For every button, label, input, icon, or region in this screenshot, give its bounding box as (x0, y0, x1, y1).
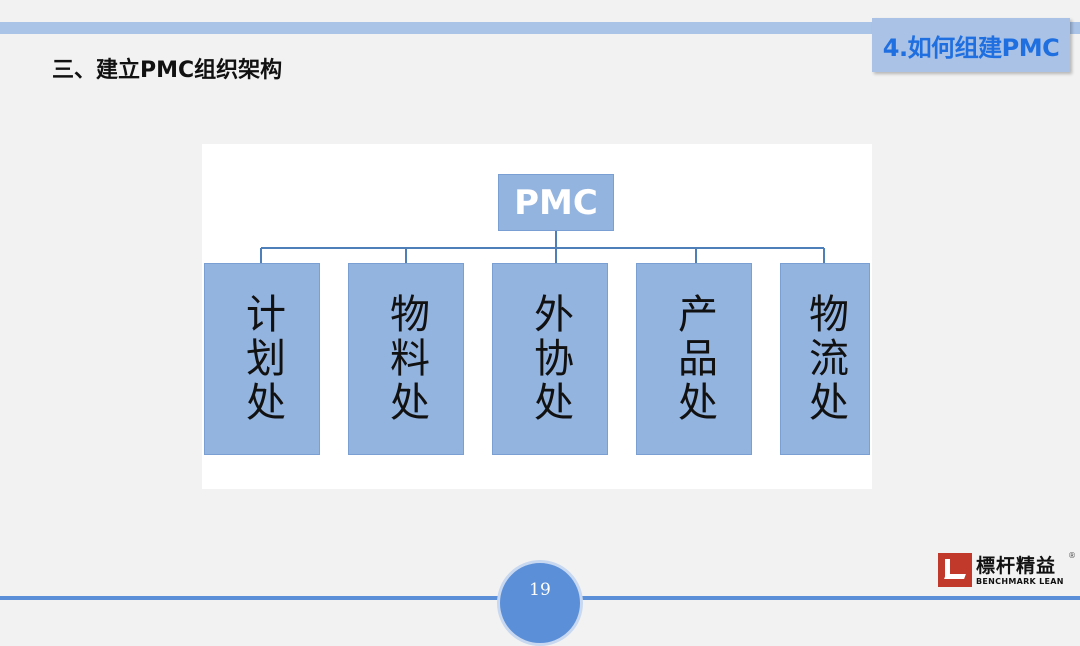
slide-title: 三、建立PMC组织架构 (52, 58, 283, 83)
org-node-products: 产品处 (636, 263, 752, 455)
org-node-outsourcing: 外协处 (492, 263, 608, 455)
org-root-box: PMC (498, 174, 614, 231)
org-node-label: 物料处 (383, 293, 429, 425)
logo-mark-icon (938, 553, 972, 587)
registered-mark: ® (1068, 551, 1076, 560)
org-node-label: 物流处 (802, 293, 848, 425)
org-node-logistics: 物流处 (780, 263, 870, 455)
org-node-label: 产品处 (671, 293, 717, 425)
org-chart-panel: PMC 计划处 物料处 外协处 产品处 物流处 (202, 144, 872, 489)
page-number: 19 (529, 580, 551, 600)
page-number-badge (497, 560, 583, 646)
org-node-materials: 物料处 (348, 263, 464, 455)
org-node-planning: 计划处 (204, 263, 320, 455)
header-band (0, 22, 1080, 34)
section-tag: 4.如何组建PMC (872, 18, 1070, 72)
org-node-label: 计划处 (239, 293, 285, 425)
org-chart-connectors (260, 231, 825, 263)
logo-chinese-name: 標杆精益 (976, 555, 1057, 577)
benchmark-lean-logo: 標杆精益 BENCHMARK LEAN ® (938, 551, 1076, 589)
org-node-label: 外协处 (527, 293, 573, 425)
logo-english-name: BENCHMARK LEAN (976, 577, 1064, 586)
